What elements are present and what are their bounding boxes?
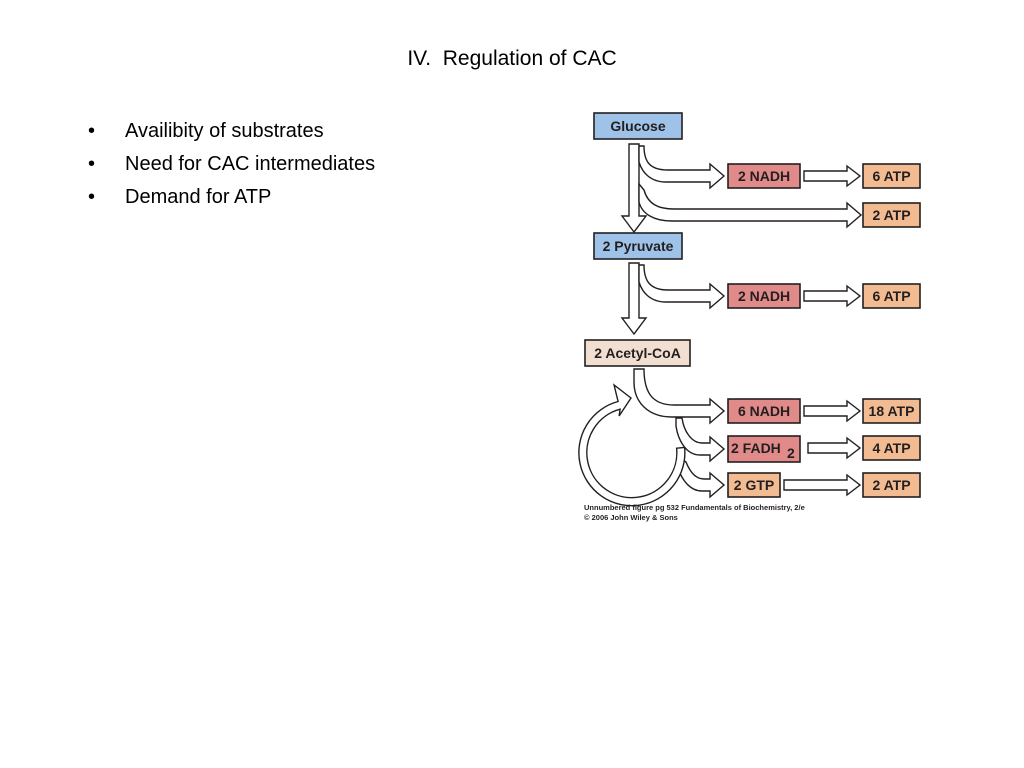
cycle-to-gtp-arrow: [677, 456, 726, 499]
bullet-text: Demand for ATP: [125, 186, 272, 208]
gtp-label: 2 GTP: [734, 477, 774, 493]
cac-nadh-atp-label: 18 ATP: [869, 403, 915, 419]
cac-nadh-box: [727, 398, 801, 424]
bullet-marker: •: [88, 186, 96, 208]
gtp-to-atp-arrow: [783, 473, 862, 497]
citric-acid-cycle-arrow: [578, 383, 686, 507]
acetylcoa-box: [584, 339, 691, 367]
fadh2-to-atp-arrow: [807, 436, 862, 460]
fadh2-label: 2 FADH: [731, 440, 781, 456]
cac-energy-yield-diagram: Glucose 2 Pyruvate 2 Acetyl-CoA 2 NADH 2…: [578, 106, 930, 530]
fadh2-atp-label: 4 ATP: [872, 440, 910, 456]
glycolysis-atp-box: [862, 202, 921, 228]
acetylcoa-label: 2 Acetyl-CoA: [594, 345, 681, 361]
cycle-to-fadh2-arrow: [675, 417, 726, 463]
glycolysis-nadh-box: [727, 163, 801, 189]
fadh2-subscript: 2: [787, 445, 795, 461]
glucose-label: Glucose: [610, 118, 665, 134]
bullet-marker: •: [88, 153, 96, 175]
gtp-box: [727, 472, 781, 498]
fadh2-box: [727, 435, 801, 463]
figure-caption-line1: Unnumbered figure pg 532 Fundamentals of…: [584, 503, 805, 512]
acetylcoa-to-nadh-arrow: [633, 368, 726, 425]
bullet-text: Need for CAC intermediates: [125, 153, 376, 175]
glycolysis-nadh-label: 2 NADH: [738, 168, 790, 184]
bullet-list: • Availibity of substrates • Need for CA…: [88, 117, 375, 216]
pyruvate-label: 2 Pyruvate: [603, 238, 674, 254]
diagram-canvas: Glucose 2 Pyruvate 2 Acetyl-CoA 2 NADH 2…: [578, 112, 921, 522]
cac-nadh-atp-box: [862, 398, 921, 424]
pyruvate-nadh-box: [727, 283, 801, 309]
glycolysis-nadh-atp-box: [862, 163, 921, 189]
cac-nadh-to-atp-arrow: [803, 399, 862, 423]
cac-nadh-label: 6 NADH: [738, 403, 790, 419]
bullet-item: • Demand for ATP: [88, 183, 375, 216]
glycolysis-nadh-to-atp-arrow: [803, 164, 862, 188]
pyruvate-nadh-label: 2 NADH: [738, 288, 790, 304]
glycolysis-atp-label: 2 ATP: [872, 207, 910, 223]
glucose-box: [593, 112, 683, 140]
bullet-text: Availibity of substrates: [125, 120, 324, 142]
fadh2-atp-box: [862, 435, 921, 461]
pyruvate-nadh-to-atp-arrow: [803, 284, 862, 308]
bullet-item: • Availibity of substrates: [88, 117, 375, 150]
gtp-atp-box: [862, 472, 921, 498]
glycolysis-nadh-atp-label: 6 ATP: [872, 168, 910, 184]
bullet-item: • Need for CAC intermediates: [88, 150, 375, 183]
figure-caption-line2: © 2006 John Wiley & Sons: [584, 513, 678, 522]
gtp-atp-label: 2 ATP: [872, 477, 910, 493]
pyruvate-box: [593, 232, 683, 260]
pyruvate-nadh-atp-label: 6 ATP: [872, 288, 910, 304]
bullet-marker: •: [88, 120, 96, 142]
glucose-to-atp-arrow: [638, 182, 863, 229]
glucose-to-nadh-arrow: [638, 145, 726, 190]
slide-title: IV. Regulation of CAC: [407, 47, 617, 70]
pyruvate-to-nadh-arrow: [638, 264, 726, 310]
pyruvate-nadh-atp-box: [862, 283, 921, 309]
